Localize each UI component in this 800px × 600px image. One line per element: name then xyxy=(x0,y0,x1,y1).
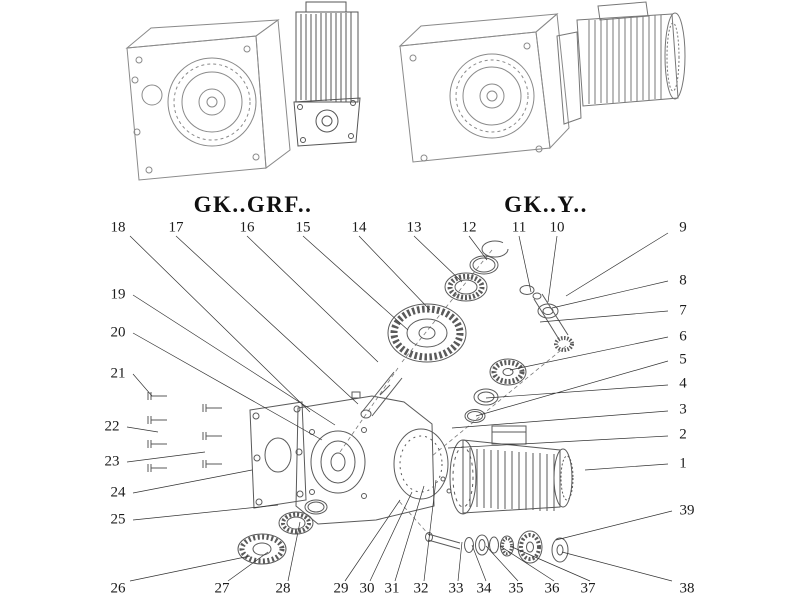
callout-13: 13 xyxy=(406,219,422,236)
callout-34: 34 xyxy=(476,580,492,597)
callout-10: 10 xyxy=(549,219,565,236)
model-title-grf: GK..GRF.. xyxy=(193,192,313,217)
callout-11: 11 xyxy=(511,219,527,236)
model-title-y: GK..Y.. xyxy=(504,192,588,217)
callout-37: 37 xyxy=(580,580,596,597)
exploded-view xyxy=(147,240,574,565)
y-motor xyxy=(556,1,686,125)
callout-5: 5 xyxy=(679,351,687,368)
callout-30: 30 xyxy=(359,580,375,597)
callout-6: 6 xyxy=(679,328,687,345)
callout-36: 36 xyxy=(544,580,560,597)
callout-33: 33 xyxy=(448,580,464,597)
callout-7: 7 xyxy=(679,302,687,319)
input-shaft-parts-row xyxy=(425,530,569,564)
callout-38: 38 xyxy=(679,580,695,597)
callout-9: 9 xyxy=(679,219,687,236)
callout-22: 22 xyxy=(104,418,120,435)
callout-29: 29 xyxy=(333,580,349,597)
upper-bearing-rings xyxy=(444,240,509,302)
leader-lines xyxy=(126,232,673,582)
callout-2: 2 xyxy=(679,426,687,443)
callout-31: 31 xyxy=(384,580,400,597)
main-gear-shaft xyxy=(360,303,467,419)
callout-12: 12 xyxy=(461,219,477,236)
callout-21: 21 xyxy=(110,365,126,382)
callout-24: 24 xyxy=(110,484,126,501)
callout-19: 19 xyxy=(110,286,126,303)
callout-32: 32 xyxy=(413,580,429,597)
callout-18: 18 xyxy=(110,219,126,236)
output-bearing-stack xyxy=(237,499,328,565)
callout-8: 8 xyxy=(679,272,687,289)
callout-3: 3 xyxy=(679,401,687,418)
callout-39: 39 xyxy=(679,502,695,519)
gear-housing xyxy=(295,391,449,525)
output-flange-plate xyxy=(249,401,307,509)
callout-15: 15 xyxy=(295,219,311,236)
grf-input-fin-block xyxy=(293,1,361,147)
callout-16: 16 xyxy=(239,219,255,236)
callout-27: 27 xyxy=(214,580,230,597)
input-pinion-parts xyxy=(464,285,574,423)
callout-28: 28 xyxy=(275,580,291,597)
callout-1: 1 xyxy=(679,455,687,472)
flange-bolts xyxy=(147,392,222,472)
callout-35: 35 xyxy=(508,580,524,597)
callout-17: 17 xyxy=(168,219,184,236)
callout-20: 20 xyxy=(110,324,126,341)
callout-26: 26 xyxy=(110,580,126,597)
callout-14: 14 xyxy=(351,219,367,236)
callout-4: 4 xyxy=(679,375,687,392)
electric-motor xyxy=(440,425,574,515)
gearbox-grf-illustration xyxy=(125,1,361,181)
callout-25: 25 xyxy=(110,511,126,528)
callout-23: 23 xyxy=(104,453,120,470)
gearbox-y-illustration xyxy=(398,1,686,163)
